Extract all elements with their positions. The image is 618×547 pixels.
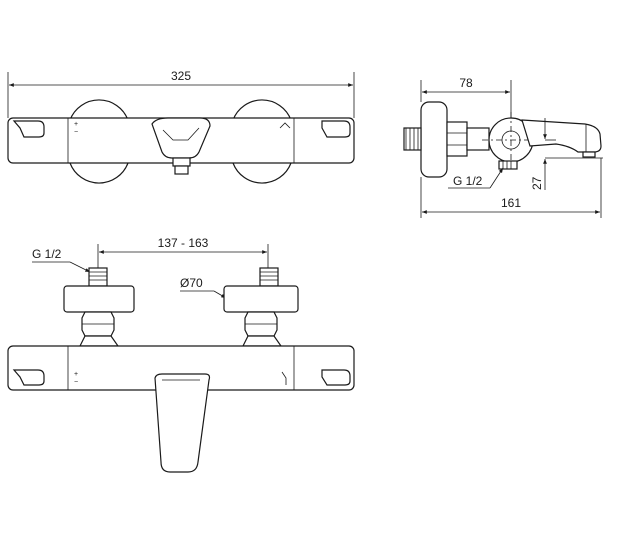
- label-thread-top: G 1/2: [32, 247, 62, 261]
- grip-front-left: [12, 369, 45, 386]
- spout-front: [154, 373, 211, 473]
- marking-minus-top: −: [74, 129, 78, 136]
- front-view: G 1/2 137 - 163 Ø70: [7, 236, 355, 473]
- union-nut-side: [446, 121, 468, 157]
- label-thread-side: G 1/2: [453, 174, 483, 188]
- dimension-outlet-height: 27: [530, 176, 544, 190]
- grip-right: [321, 120, 351, 138]
- thread-right: [259, 267, 279, 287]
- spout-top: [151, 117, 211, 159]
- outlet-thread: [174, 165, 189, 175]
- eccentric-right: [242, 335, 283, 347]
- eccentric-left: [79, 335, 120, 347]
- eccentric-side: [466, 127, 490, 151]
- dimension-overall-length: 325: [171, 69, 191, 83]
- grip-front-right: [321, 369, 351, 386]
- wall-disc-front-left: [63, 285, 135, 313]
- leader-thread-side-arrow: [489, 167, 504, 189]
- grip-left: [12, 120, 45, 138]
- spout-side: [521, 119, 602, 153]
- temperature-stop-mark: [279, 122, 291, 129]
- label-diameter: Ø70: [180, 276, 203, 290]
- wall-disc-side: [420, 101, 448, 178]
- top-view: 325 + −: [7, 69, 355, 184]
- dimension-side-total: 161: [501, 196, 521, 210]
- aerator-side: [582, 151, 596, 158]
- leader-thread-top-arrow: [69, 261, 91, 273]
- marking-plus-top: +: [74, 121, 78, 128]
- marking-minus-front: −: [74, 379, 78, 386]
- dimension-side-depth: 78: [459, 76, 473, 90]
- thread-left: [88, 267, 108, 287]
- outlet-side: [498, 160, 518, 170]
- outlet-nozzle: [172, 157, 191, 167]
- wall-disc-front-right: [223, 285, 299, 313]
- side-view: 78 G 1/2: [403, 76, 603, 218]
- dimension-inlet-spacing: 137 - 163: [158, 236, 209, 250]
- stop-mark-front: [281, 371, 287, 385]
- marking-plus-front: +: [74, 371, 78, 378]
- spout-top-edge: [162, 127, 200, 141]
- wall-thread-side: [403, 127, 422, 151]
